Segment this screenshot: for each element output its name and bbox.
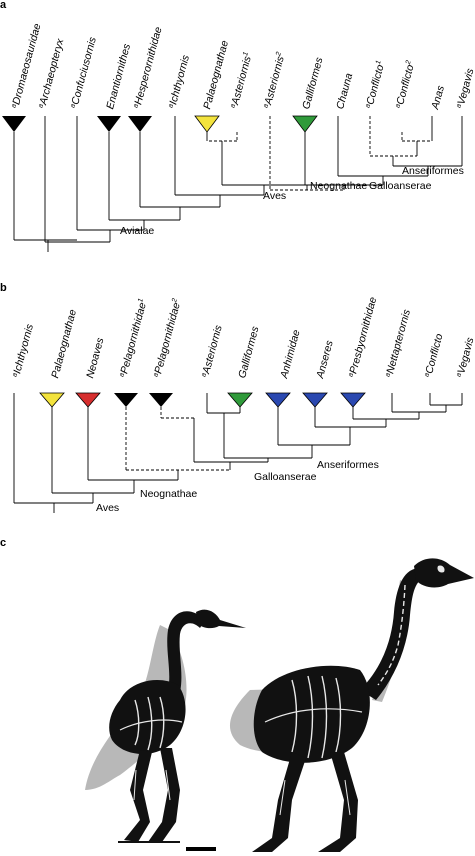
clade-label-a-aves: Aves [263,190,286,202]
clade-triangle-enantiornithes [97,116,121,132]
taxon-a-8: aAsteriornis2 [261,51,287,110]
taxon-a-13: Anas [429,84,447,112]
panel-label-a: a [0,0,7,11]
taxon-b-11: aConflicto [422,332,445,378]
clade-triangle-anseres [302,392,328,408]
tree-b-labels: aIchthyornis Palaeognathae Neoaves aPela… [10,296,475,381]
clade-triangle-presbyornithidae [340,392,366,408]
clade-triangle-palaeognathae [194,115,220,133]
taxon-a-10: Chauna [334,72,355,111]
taxon-b-5: aAsteriornis [199,323,225,379]
tree-a-branches [13,116,463,252]
clade-triangle-galliformes-b [227,392,253,408]
tree-b: aIchthyornis Palaeognathae Neoaves aPela… [10,296,475,514]
taxon-a-12: aConflicto2 [393,60,417,110]
taxon-b-4: aPelagornithidae2 [151,298,184,379]
taxon-b-10: aNettapterornis [383,307,413,378]
clade-label-a-avialae: Avialae [120,225,154,237]
taxon-a-3: Enantiornithes [104,42,133,111]
scale-bar [186,847,216,851]
taxon-b-0: aIchthyornis [10,322,36,379]
taxon-b-1: Palaeognathae [49,308,79,380]
taxon-a-11: aConflicto1 [363,60,387,110]
taxon-a-1: aArchaeopteryx [36,37,66,110]
taxon-a-14: aVegavis [454,66,475,109]
clade-triangle-palaeognathae-b [39,392,65,408]
taxon-b-9: aPresbyornithidae [346,296,379,379]
tree-a-labels: aDromaeosauridae aArchaeopteryx aConfuci… [10,22,475,112]
clade-triangle-dromaeosauridae [2,116,26,132]
taxon-b-2: Neoaves [84,336,107,380]
clade-label-b-aves: Aves [96,502,119,514]
tree-b-branches [13,393,463,513]
panel-label-b: b [0,282,7,294]
taxon-b-6: Galliformes [236,324,262,379]
clade-label-b-galloanserae: Galloanserae [254,471,317,483]
taxon-a-2: aConfuciusornis [68,35,99,110]
clade-label-a-galloanserae: Galloanserae [369,180,432,192]
clade-label-b-neognathae: Neognathae [140,488,197,500]
clade-label-a-anseriformes: Anseriformes [402,165,464,177]
taxon-a-5: aIchthyornis [166,53,192,110]
taxon-a-7: aAsteriornis1 [228,51,254,110]
clade-triangle-galliformes [292,115,318,133]
skeleton-large-bird [229,558,474,852]
taxon-a-9: Galliformes [300,55,326,110]
skeleton-small-bird [85,609,246,843]
taxon-a-6: Palaeognathae [201,39,231,111]
taxon-b-12: aVegavis [454,335,475,378]
clade-triangle-pelagornithidae-2 [149,393,173,407]
taxon-a-4: aHesperornithidae [131,26,164,110]
taxon-b-8: Anseres [314,339,336,381]
clade-label-b-anseriformes: Anseriformes [317,459,379,471]
clade-triangle-hesperornithidae [128,116,152,132]
tree-a: aDromaeosauridae aArchaeopteryx aConfuci… [2,22,475,252]
skeletal-reconstructions [85,558,474,852]
clade-triangle-pelagornithidae-1 [114,393,138,407]
clade-triangle-anhimidae [265,392,291,408]
clade-label-a-neognathae: Neognathae [310,180,367,192]
panel-label-c: c [0,537,6,549]
taxon-b-3: aPelagornithidae1 [117,298,150,379]
clade-triangle-neoaves [75,392,101,408]
taxon-b-7: Anhimidae [278,328,303,380]
